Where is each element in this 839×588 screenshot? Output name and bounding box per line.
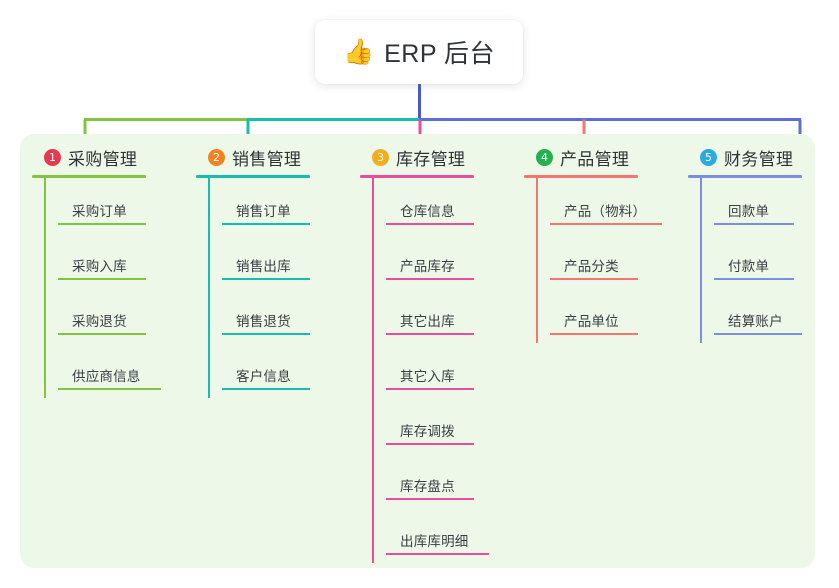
leaf-node[interactable]: 产品单位 <box>550 288 638 343</box>
mindmap-panel <box>20 134 815 568</box>
branch-body: 回款单付款单结算账户 <box>700 178 802 343</box>
leaf-underline <box>222 278 310 280</box>
leaf-underline <box>58 223 146 225</box>
branch-number-badge: 1 <box>44 148 61 166</box>
leaf-node[interactable]: 仓库信息 <box>386 178 474 233</box>
branch-header-2[interactable]: 2 销售管理 <box>196 144 310 170</box>
root-node[interactable]: 👍 ERP 后台 <box>315 20 523 84</box>
leaf-label: 采购订单 <box>72 204 127 219</box>
leaf-label: 回款单 <box>728 204 770 219</box>
leaf-node[interactable]: 产品库存 <box>386 233 474 288</box>
leaf-node[interactable]: 结算账户 <box>714 288 802 343</box>
leaf-label: 产品库存 <box>400 259 455 274</box>
branch-title: 库存管理 <box>396 149 466 169</box>
leaf-label: 销售出库 <box>236 259 291 274</box>
leaf-label: 仓库信息 <box>400 204 455 219</box>
leaf-node[interactable]: 库存调拨 <box>386 398 474 453</box>
leaf-node[interactable]: 客户信息 <box>222 343 310 398</box>
leaf-node[interactable]: 采购退货 <box>58 288 146 343</box>
leaf-label: 其它入库 <box>400 369 455 384</box>
leaf-node[interactable]: 其它入库 <box>386 343 474 398</box>
leaf-label: 采购退货 <box>72 314 127 329</box>
leaf-label: 产品（物料） <box>564 204 647 219</box>
leaf-underline <box>550 223 662 225</box>
leaf-underline <box>714 223 794 225</box>
branch-header-4[interactable]: 4 产品管理 <box>524 144 638 170</box>
branch-number-badge: 4 <box>536 148 553 166</box>
leaf-underline <box>550 333 638 335</box>
leaf-label: 库存盘点 <box>400 479 455 494</box>
leaf-label: 产品单位 <box>564 314 619 329</box>
branch-column-1: 1 采购管理采购订单采购入库采购退货供应商信息 <box>32 144 161 398</box>
leaf-node[interactable]: 产品（物料） <box>550 178 662 233</box>
branch-number-badge: 2 <box>208 148 225 166</box>
leaf-underline <box>386 443 474 445</box>
branch-title: 采购管理 <box>68 149 138 169</box>
leaf-underline <box>386 388 474 390</box>
branch-title: 销售管理 <box>232 149 302 169</box>
leaf-label: 销售订单 <box>236 204 291 219</box>
leaf-label: 供应商信息 <box>72 369 141 384</box>
leaf-label: 销售退货 <box>236 314 291 329</box>
branch-number-badge: 3 <box>372 148 389 166</box>
leaf-label: 产品分类 <box>564 259 619 274</box>
leaf-label: 付款单 <box>728 259 770 274</box>
leaf-node[interactable]: 供应商信息 <box>58 343 161 398</box>
leaf-node[interactable]: 付款单 <box>714 233 802 288</box>
leaf-underline <box>58 333 146 335</box>
branch-header-underline <box>688 175 802 178</box>
branch-body: 销售订单销售出库销售退货客户信息 <box>208 178 310 398</box>
leaf-underline <box>58 278 146 280</box>
leaf-label: 出库库明细 <box>400 534 469 549</box>
root-title: ERP 后台 <box>384 40 496 68</box>
leaf-node[interactable]: 销售退货 <box>222 288 310 343</box>
thumbs-up-icon: 👍 <box>342 37 375 66</box>
leaf-underline <box>386 278 474 280</box>
leaf-label: 客户信息 <box>236 369 291 384</box>
leaf-node[interactable]: 回款单 <box>714 178 802 233</box>
leaf-underline <box>222 388 310 390</box>
branch-title: 财务管理 <box>724 149 794 169</box>
leaf-underline <box>550 278 638 280</box>
branch-body: 仓库信息产品库存其它出库其它入库库存调拨库存盘点出库库明细 <box>372 178 489 563</box>
leaf-node[interactable]: 采购订单 <box>58 178 146 233</box>
leaf-node[interactable]: 产品分类 <box>550 233 638 288</box>
branch-number-badge: 5 <box>700 148 717 166</box>
leaf-underline <box>222 333 310 335</box>
leaf-underline <box>386 498 474 500</box>
branch-column-4: 4 产品管理产品（物料） 产品分类产品单位 <box>524 144 662 343</box>
branch-column-3: 3 库存管理仓库信息产品库存其它出库其它入库库存调拨库存盘点出库库明细 <box>360 144 489 563</box>
branch-header-underline <box>360 175 474 178</box>
leaf-node[interactable]: 销售出库 <box>222 233 310 288</box>
branch-header-1[interactable]: 1 采购管理 <box>32 144 146 170</box>
branch-body: 产品（物料） 产品分类产品单位 <box>536 178 662 343</box>
leaf-node[interactable]: 其它出库 <box>386 288 474 343</box>
leaf-node[interactable]: 销售订单 <box>222 178 310 233</box>
leaf-label: 库存调拨 <box>400 424 455 439</box>
leaf-underline <box>386 223 474 225</box>
branch-column-5: 5 财务管理回款单付款单结算账户 <box>688 144 802 343</box>
leaf-node[interactable]: 出库库明细 <box>386 508 489 563</box>
branch-column-2: 2 销售管理销售订单销售出库销售退货客户信息 <box>196 144 310 398</box>
branch-body: 采购订单采购入库采购退货供应商信息 <box>44 178 161 398</box>
leaf-label: 结算账户 <box>728 314 783 329</box>
leaf-underline <box>386 333 474 335</box>
leaf-underline <box>386 553 489 555</box>
branch-header-5[interactable]: 5 财务管理 <box>688 144 802 170</box>
leaf-underline <box>714 278 794 280</box>
leaf-underline <box>222 223 310 225</box>
leaf-label: 其它出库 <box>400 314 455 329</box>
branch-header-underline <box>32 175 146 178</box>
branch-header-underline <box>196 175 310 178</box>
leaf-underline <box>58 388 161 390</box>
branch-title: 产品管理 <box>560 149 630 169</box>
leaf-underline <box>714 333 802 335</box>
branch-header-underline <box>524 175 638 178</box>
leaf-node[interactable]: 库存盘点 <box>386 453 474 508</box>
leaf-node[interactable]: 采购入库 <box>58 233 146 288</box>
leaf-label: 采购入库 <box>72 259 127 274</box>
branch-header-3[interactable]: 3 库存管理 <box>360 144 474 170</box>
